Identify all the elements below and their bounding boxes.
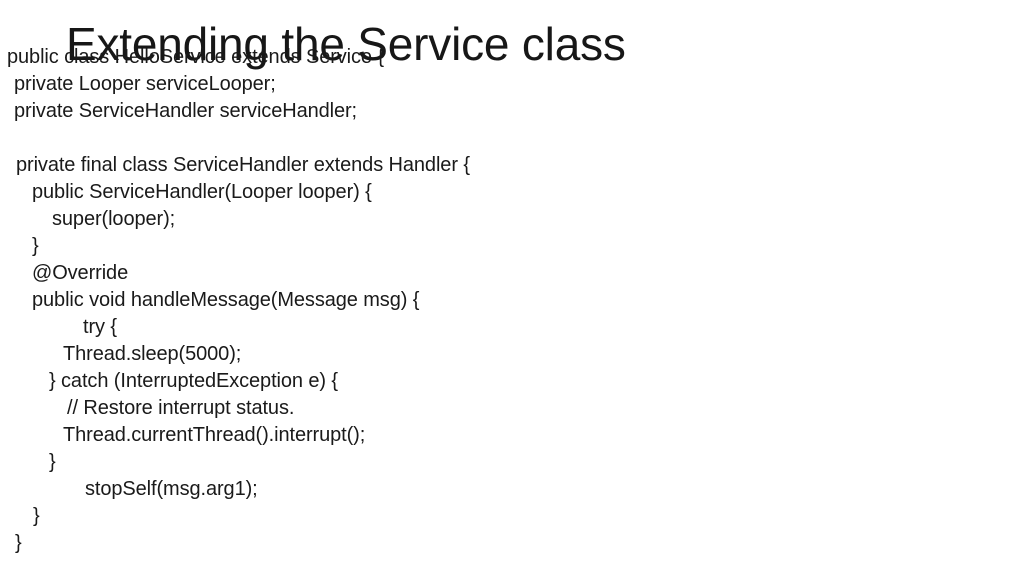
- code-line: }: [33, 505, 40, 527]
- code-line: } catch (InterruptedException e) {: [49, 370, 338, 392]
- code-block: public class HelloService extends Servic…: [0, 44, 1024, 557]
- code-line: }: [15, 532, 22, 554]
- code-line: }: [49, 451, 56, 473]
- code-line: stopSelf(msg.arg1);: [85, 478, 258, 500]
- page-title: Extending the Service class: [66, 20, 626, 70]
- code-line-blank: [0, 125, 1024, 152]
- code-line: Thread.currentThread().interrupt();: [63, 424, 366, 446]
- code-line: // Restore interrupt status.: [67, 397, 295, 419]
- code-line: private final class ServiceHandler exten…: [16, 154, 470, 176]
- code-line: private Looper serviceLooper;: [14, 73, 276, 95]
- code-line: public ServiceHandler(Looper looper) {: [32, 181, 372, 203]
- code-line: public void handleMessage(Message msg) {: [32, 289, 420, 311]
- code-line: try {: [83, 316, 117, 338]
- code-line: private ServiceHandler serviceHandler;: [14, 100, 358, 122]
- code-line: }: [32, 235, 39, 257]
- code-line: @Override: [32, 262, 129, 284]
- code-line: Thread.sleep(5000);: [63, 343, 242, 365]
- code-line: public class HelloService extends Servic…: [7, 46, 384, 68]
- code-line: super(looper);: [52, 208, 176, 230]
